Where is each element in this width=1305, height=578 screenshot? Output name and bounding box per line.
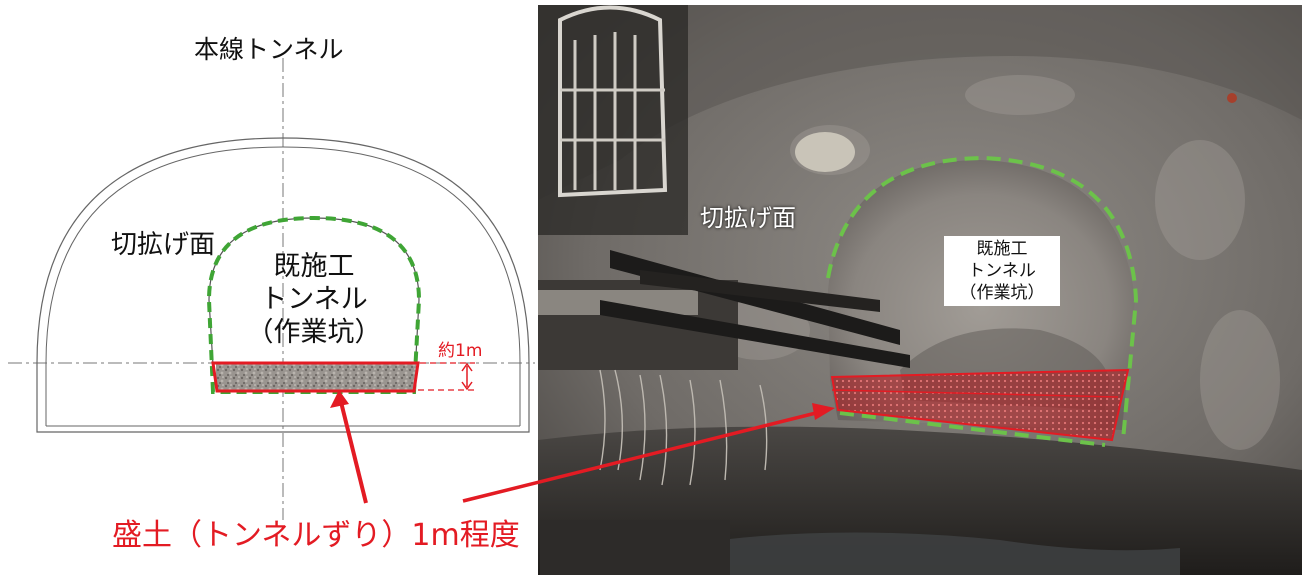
photo-existing-tunnel-line-2: トンネル	[968, 261, 1036, 281]
photo-embankment-region	[830, 368, 1130, 442]
photo-existing-tunnel-line-3: （作業坑）	[959, 283, 1045, 303]
photo-existing-tunnel-dashed-outline	[826, 155, 1139, 441]
photo-existing-tunnel-line-1: 既施工	[976, 239, 1028, 259]
tunnel-crown-shade	[538, 5, 1302, 200]
embankment-leader-arrowhead	[330, 390, 349, 408]
dimension-arrowhead-up	[461, 362, 473, 372]
main-tunnel-outer-outline	[36, 137, 530, 433]
tunnel-photo	[538, 5, 1302, 575]
photo-leader-arrow	[462, 410, 821, 503]
dimension-arrowhead-down	[461, 381, 473, 391]
embankment-leader-arrow	[339, 401, 368, 504]
photo-leader-arrowhead	[812, 403, 835, 420]
photo-existing-tunnel-label: 既施工 トンネル （作業坑）	[944, 236, 1060, 306]
height-label: 約1m	[438, 341, 483, 361]
diagram-existing-tunnel-line-2: トンネル	[260, 284, 368, 315]
rust-spot	[1227, 93, 1237, 103]
diagram-cut-face-label: 切拡げ面	[111, 230, 216, 260]
embankment-outline	[211, 361, 420, 393]
diagram-existing-tunnel-line-1: 既施工	[273, 251, 355, 282]
existing-tunnel-dashed-outline	[206, 215, 422, 394]
photo-embankment-midline	[831, 389, 1119, 398]
photo-existing-tunnel-floor-dashed	[839, 411, 1106, 447]
main-tunnel-inner-outline	[45, 146, 521, 426]
diagram-existing-tunnel-line-3: （作業坑）	[246, 317, 382, 348]
embankment-fill	[216, 363, 416, 390]
photo-cut-face-label: 切拡げ面	[700, 204, 796, 232]
cross-section-diagram	[8, 58, 535, 520]
diagram-existing-tunnel-label: 既施工 トンネル （作業坑）	[229, 250, 399, 349]
drill-jumbo	[538, 5, 910, 575]
water-puddle	[700, 532, 1180, 575]
pale-rock-patch	[795, 132, 855, 172]
embankment-caption: 盛土（トンネルずり）1m程度	[112, 518, 520, 553]
main-tunnel-label: 本線トンネル	[194, 35, 344, 64]
